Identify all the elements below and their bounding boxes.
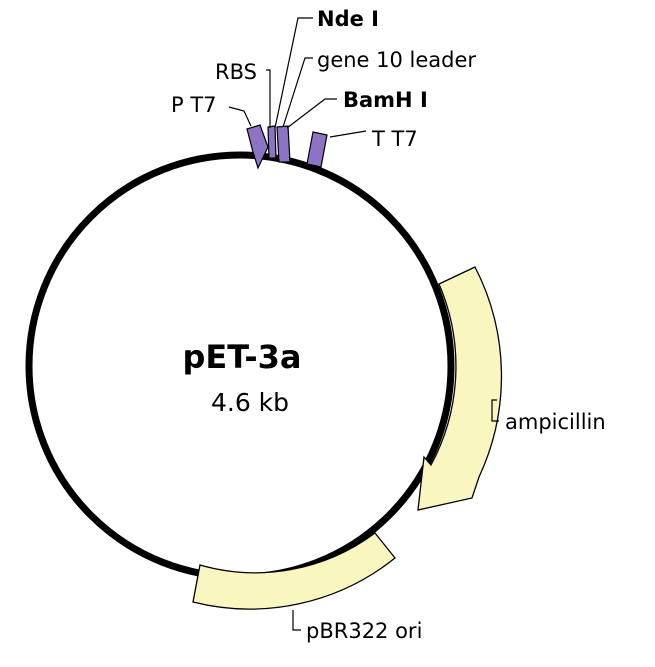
ampicillin-label: ampicillin: [505, 410, 606, 434]
t7-terminator-block: [306, 131, 328, 168]
plasmid-name: pET-3a: [182, 338, 301, 376]
t-t7-leader-line: [329, 130, 367, 138]
pbr322-ori-label: pBR322 ori: [306, 619, 422, 643]
rbs-leader-line: [266, 69, 271, 128]
bamh-i-label: BamH I: [343, 88, 428, 112]
gene-10-leader-label: gene 10 leader: [317, 48, 476, 72]
ampicillin-gene-arrow: [417, 266, 503, 511]
gene-10-leader-line: [282, 57, 313, 128]
t7-promoter-arrow: [246, 124, 269, 170]
gene-10-leader-block: [276, 125, 291, 163]
t-t7-label: T T7: [371, 127, 418, 151]
bamh-i-leader-line: [286, 98, 337, 129]
pbr322-ori-block: [192, 532, 396, 610]
p-t7-leader-line: [228, 106, 252, 127]
ampicillin-leader-line: [491, 399, 499, 422]
nde-i-leader-line: [274, 17, 313, 129]
rbs-block: [267, 125, 277, 159]
nde-i-label: Nde I: [317, 7, 379, 31]
rbs-label: RBS: [215, 60, 257, 84]
plasmid-size: 4.6 kb: [211, 388, 289, 417]
pbr322-ori-leader-line: [292, 610, 301, 631]
p-t7-label: P T7: [171, 93, 217, 117]
